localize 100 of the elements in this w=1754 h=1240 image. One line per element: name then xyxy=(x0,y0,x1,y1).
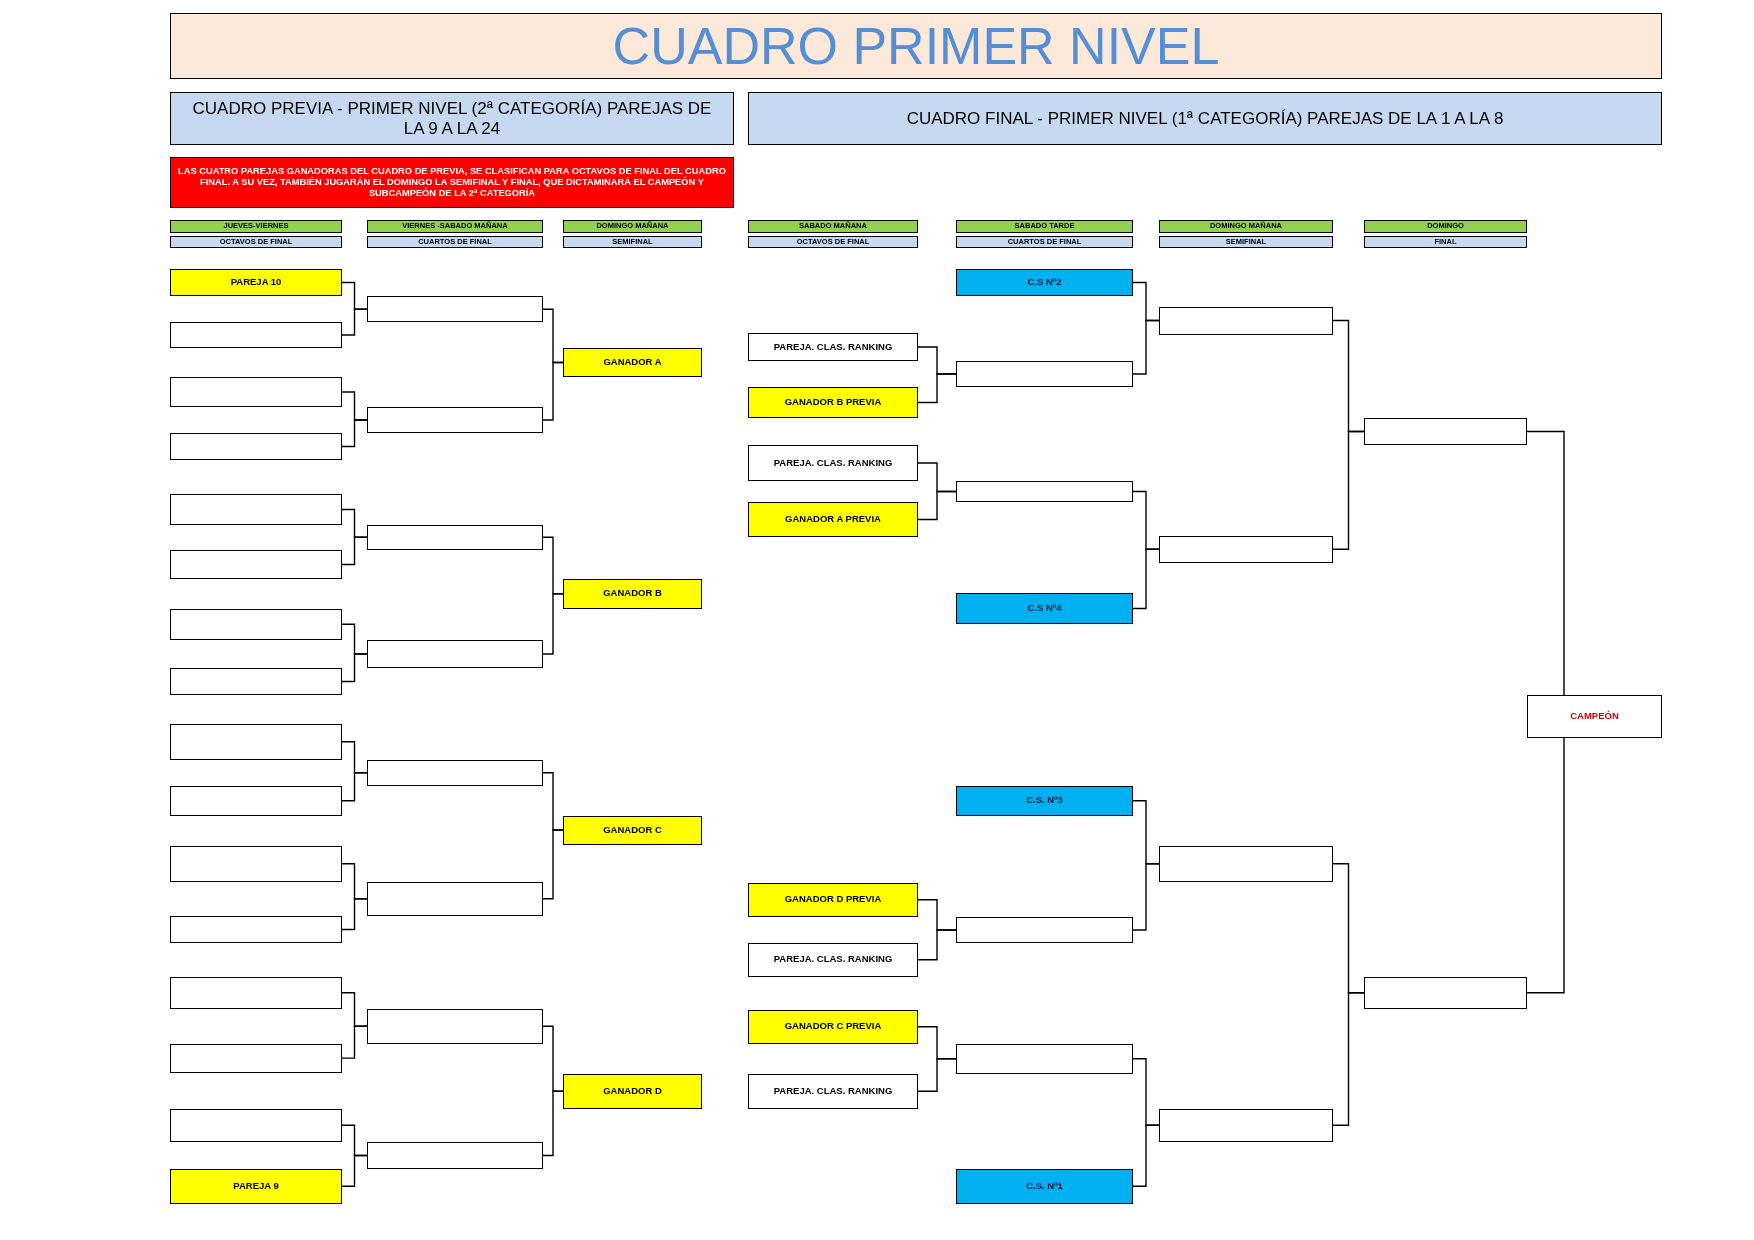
bracket-slot xyxy=(748,333,918,361)
bracket-slot xyxy=(563,579,702,609)
bracket-slot xyxy=(748,943,918,977)
bracket-slot xyxy=(1159,536,1333,563)
team-label: PAREJA. CLAS. RANKING xyxy=(773,954,893,966)
bracket-slot xyxy=(367,759,543,786)
bracket-slot xyxy=(1364,418,1527,445)
team-label: C.S Nº2 xyxy=(1027,277,1062,288)
bracket-slot xyxy=(170,668,342,695)
bracket-line xyxy=(542,361,564,421)
team-label: C.S. Nº1 xyxy=(1026,1180,1063,1192)
bracket-slot xyxy=(170,846,342,882)
day-header xyxy=(1159,220,1333,233)
day-header xyxy=(367,220,543,233)
bracket-line xyxy=(1526,737,1565,994)
team-label: GANADOR C xyxy=(603,824,662,836)
bracket-slot xyxy=(170,433,342,460)
team-label: GANADOR A PREVIA xyxy=(785,514,881,525)
section-header xyxy=(170,92,734,145)
bracket-slot xyxy=(170,322,342,348)
bracket-slot xyxy=(170,786,342,816)
bracket-slot xyxy=(170,377,342,407)
bracket-slot xyxy=(1364,976,1527,1009)
day-header xyxy=(563,220,702,233)
bracket-line xyxy=(341,898,368,931)
bracket-line xyxy=(1132,863,1160,931)
bracket-line xyxy=(341,1025,368,1059)
bracket-slot xyxy=(1159,1108,1333,1142)
bracket-slot xyxy=(956,786,1133,816)
bracket-slot xyxy=(563,348,702,377)
bracket-slot xyxy=(170,724,342,760)
bracket-slot xyxy=(170,1108,342,1142)
section-title: CUADRO PREVIA - PRIMER NIVEL (2ª CATEGORÍA) PAREJAS DE LA 9 A LA 24 xyxy=(191,98,713,139)
round-header xyxy=(956,236,1133,248)
notice-banner xyxy=(170,157,734,208)
team-label: PAREJA. CLAS. RANKING xyxy=(773,457,893,469)
bracket-slot xyxy=(1159,846,1333,882)
bracket-slot xyxy=(1159,306,1333,335)
bracket-slot xyxy=(956,1043,1133,1074)
section-header xyxy=(748,92,1662,145)
bracket-slot xyxy=(367,640,543,668)
bracket-slot xyxy=(367,407,543,433)
bracket-line xyxy=(1132,319,1160,375)
bracket-slot xyxy=(367,881,543,916)
bracket-slot xyxy=(170,976,342,1009)
bracket-slot xyxy=(748,387,918,418)
round-header xyxy=(1159,236,1333,248)
team-label: PAREJA 10 xyxy=(230,277,282,288)
bracket-slot xyxy=(956,481,1133,502)
bracket-line xyxy=(1332,430,1365,550)
bracket-line xyxy=(917,1058,957,1092)
team-label: PAREJA 9 xyxy=(233,1180,279,1192)
bracket-line xyxy=(341,772,368,802)
bracket-slot xyxy=(367,1009,543,1044)
team-label: GANADOR A xyxy=(603,357,662,368)
team-label: C.S. Nº3 xyxy=(1026,795,1063,807)
round-header xyxy=(170,236,342,248)
bracket-slot xyxy=(170,550,342,579)
bracket-slot xyxy=(748,502,918,537)
team-label: GANADOR B PREVIA xyxy=(784,397,882,408)
notice-text: LAS CUATRO PAREJAS GANADORAS DEL CUADRO DE PREVIA, SE CLASIFICAN PARA OCTAVOS DE FINAL DEL CUADRO FINAL. A SU VEZ, TAMBIÉN JUGARÁN EL DOMINGO LA SEMIFINAL Y FINAL, QUE DICTAMINARÁ EL CAMPEÓN Y SUBCAMPEÓN DE LA 2ª CATEGORÍA xyxy=(177,166,727,199)
team-label: GANADOR D xyxy=(603,1085,662,1097)
bracket-line xyxy=(917,929,957,961)
bracket-line xyxy=(341,419,368,448)
bracket-slot xyxy=(563,1074,702,1109)
bracket-slot xyxy=(170,916,342,943)
bracket-line xyxy=(341,653,368,683)
bracket-slot xyxy=(956,593,1133,624)
bracket-line xyxy=(1132,548,1160,610)
day-header xyxy=(170,220,342,233)
day-header xyxy=(748,220,918,233)
bracket-slot xyxy=(367,524,543,550)
team-label: GANADOR D PREVIA xyxy=(784,894,882,906)
bracket-slot xyxy=(956,1169,1133,1204)
bracket-slot xyxy=(170,1169,342,1204)
bracket-slot xyxy=(956,361,1133,387)
bracket-line xyxy=(341,308,368,336)
team-label: GANADOR B xyxy=(603,588,662,600)
day-header xyxy=(956,220,1133,233)
bracket-slot xyxy=(170,494,342,525)
bracket-slot xyxy=(748,445,918,481)
champion-box xyxy=(1527,695,1662,738)
bracket-slot xyxy=(367,1142,543,1169)
round-header xyxy=(1364,236,1527,248)
round-header xyxy=(367,236,543,248)
bracket-slot xyxy=(956,917,1133,943)
bracket-line xyxy=(1332,992,1365,1126)
team-label: C.S Nº4 xyxy=(1027,603,1062,614)
bracket-line xyxy=(1526,430,1565,696)
bracket-slot xyxy=(170,268,342,297)
bracket-line xyxy=(341,1154,368,1187)
bracket-slot xyxy=(956,268,1133,297)
bracket-line xyxy=(542,1090,564,1157)
bracket-line xyxy=(542,593,564,655)
bracket-slot xyxy=(563,815,702,845)
round-header xyxy=(563,236,702,248)
bracket-line xyxy=(1132,1124,1160,1187)
bracket-slot xyxy=(748,1074,918,1109)
bracket-slot xyxy=(367,296,543,322)
team-label: PAREJA. CLAS. RANKING xyxy=(773,341,893,353)
